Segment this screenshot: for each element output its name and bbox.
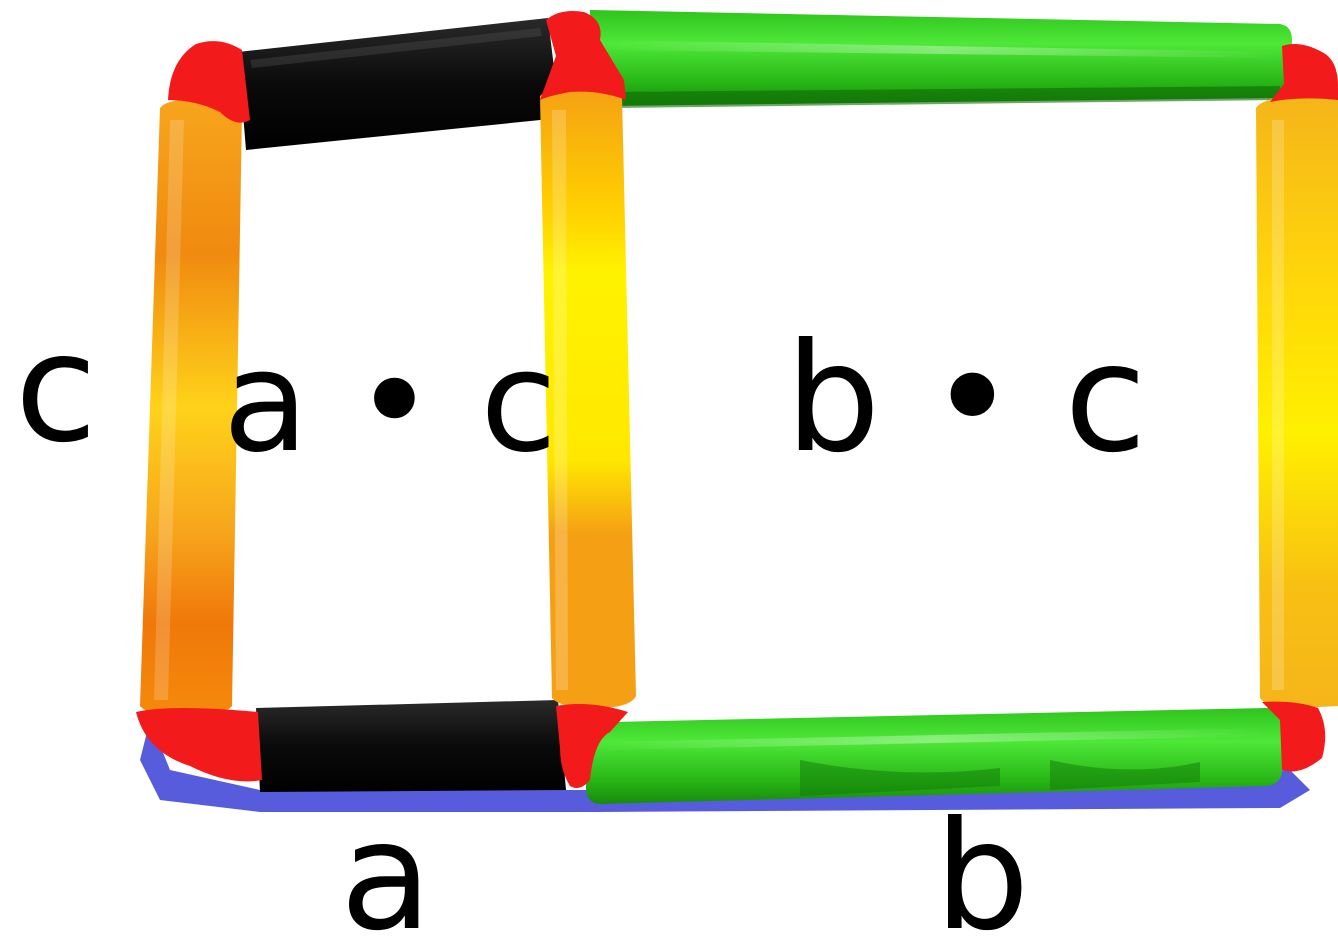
connector-bottom-left <box>136 708 262 782</box>
connector-top-right <box>1270 44 1338 102</box>
connector-top-middle <box>540 11 626 100</box>
tube-green-bottom <box>586 708 1282 804</box>
tube-black-top <box>238 18 560 150</box>
label-area-large: b • c <box>785 312 1147 486</box>
label-side-b: b <box>934 790 1029 946</box>
tube-green-top <box>586 10 1292 108</box>
connector-bottom-right <box>1262 701 1326 772</box>
tube-yellow-middle <box>540 86 636 708</box>
label-side-c: c <box>15 302 97 476</box>
label-side-a: a <box>340 790 432 946</box>
connectors <box>136 11 1338 788</box>
tube-black-bottom <box>256 700 566 792</box>
tube-orange-left <box>140 99 242 716</box>
tube-yellow-right <box>1256 96 1338 708</box>
connector-bottom-middle <box>556 704 628 788</box>
connector-top-left <box>168 41 250 123</box>
label-area-small: a • c <box>223 321 557 484</box>
